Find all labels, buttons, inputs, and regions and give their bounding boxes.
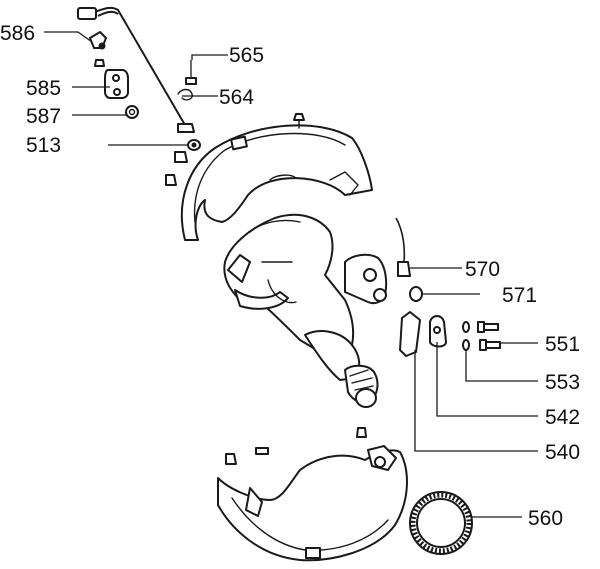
callout-labels: 586 565 585 564 587 513 570 571 551 553 …: [0, 22, 580, 530]
callout-553: 553: [545, 371, 580, 394]
leader-lines: [44, 31, 538, 518]
spring-clip-564: [177, 88, 193, 101]
washer-553-bottom: [462, 339, 470, 351]
nut-587: [125, 105, 139, 119]
guard-screw-top: [293, 113, 305, 129]
callout-540: 540: [545, 441, 580, 464]
screw-551-bottom: [479, 339, 501, 351]
callout-565: 565: [229, 44, 264, 67]
upper-wheel-guard: [180, 124, 373, 241]
screw-small-2: [165, 174, 177, 186]
guard-clip-lower: [255, 447, 269, 455]
spindle-shaft: [304, 330, 379, 408]
callout-570: 570: [465, 258, 500, 281]
callout-571: 571: [502, 284, 537, 307]
lower-wheel-guard: [217, 445, 408, 562]
washer-553-top: [462, 321, 470, 333]
callout-560: 560: [528, 507, 563, 530]
grommet-513: [187, 139, 201, 151]
callout-587: 587: [26, 105, 61, 128]
screw-565: [185, 60, 197, 85]
callout-586: 586: [0, 22, 35, 45]
clip-586-part: [89, 31, 107, 50]
sensor-wire-570: [395, 217, 411, 277]
callout-513: 513: [26, 134, 61, 157]
callout-542: 542: [545, 406, 580, 429]
clamp-small: [174, 151, 188, 163]
screw-small-1: [94, 59, 105, 67]
plug-571: [409, 286, 423, 302]
callout-551: 551: [545, 333, 580, 356]
screw-551-top: [477, 321, 499, 333]
gear-housing: [223, 213, 388, 360]
lever-540: [399, 311, 421, 357]
bracket-585: [104, 69, 129, 99]
guard-screw-lower-2: [356, 427, 367, 438]
cable-586: [77, 6, 195, 133]
latch-542: [429, 315, 447, 348]
callout-585: 585: [26, 77, 61, 100]
callout-564: 564: [219, 86, 254, 109]
ring-560: [409, 491, 473, 555]
guard-screw-lower-1: [225, 453, 237, 465]
